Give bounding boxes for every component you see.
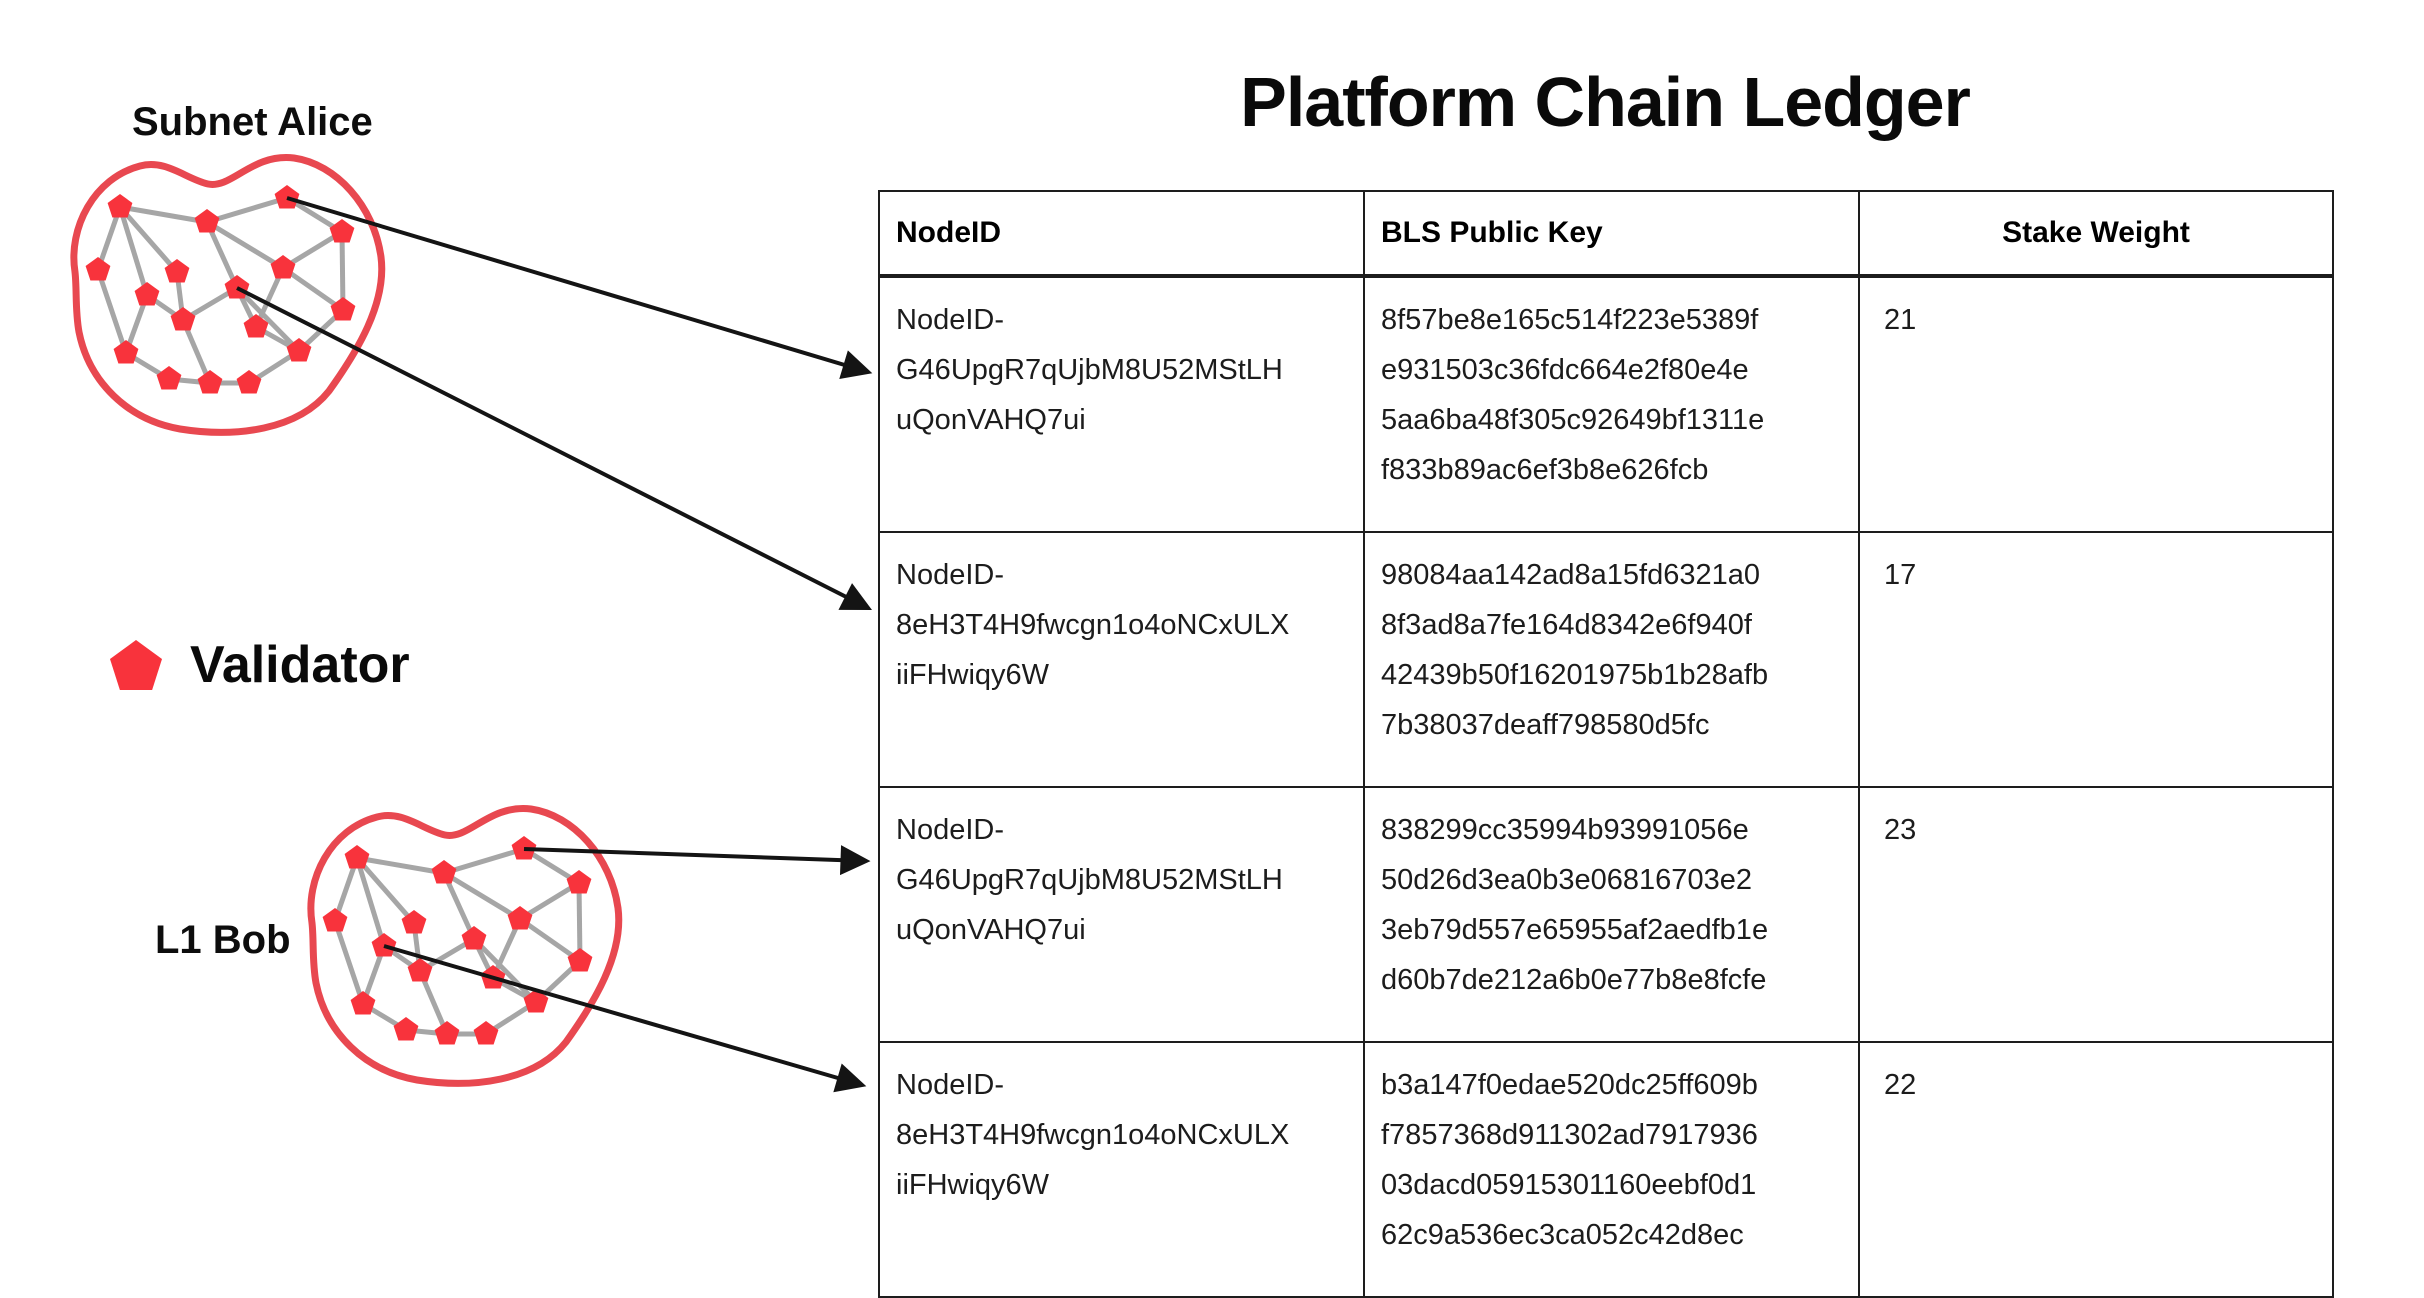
network-edge (518, 880, 581, 922)
mapping-arrow (523, 845, 871, 876)
network-edge (117, 206, 150, 296)
network-edge (204, 220, 240, 290)
network-edge (441, 871, 477, 941)
network-edge (95, 269, 129, 354)
network-edge (205, 219, 285, 271)
bls-public-key-cell: 8f57be8e165c514f223e5389f e931503c36fdc6… (1363, 275, 1860, 533)
page-title: Platform Chain Ledger (1240, 63, 1971, 141)
validator-node-icon (236, 370, 262, 394)
validator-node-icon (507, 906, 533, 930)
mapping-arrow (286, 196, 873, 380)
validator-node-icon (286, 338, 312, 362)
col-header-nodeid: NodeID (878, 190, 1365, 278)
validator-legend: Validator (110, 634, 410, 696)
network-edge (356, 855, 445, 876)
validator-node-icon (322, 908, 348, 932)
validator-node-icon (113, 340, 139, 364)
subnet-boundary (70, 154, 386, 436)
validator-node-icon (107, 194, 133, 218)
table-row: NodeID- 8eH3T4H9fwcgn1o4oNCxULX iiFHwiqy… (878, 531, 2334, 788)
validator-node-icon (407, 958, 433, 982)
subnet-alice-network (70, 154, 386, 436)
stake-weight-cell: 21 (1858, 275, 2334, 533)
validator-node-icon (393, 1017, 419, 1041)
network-edge (472, 937, 538, 1004)
validator-node-icon (511, 836, 537, 860)
l1-bob-label: L1 Bob (155, 918, 291, 962)
network-edge (118, 205, 179, 274)
network-edge (119, 204, 208, 225)
l1-bob-network (307, 805, 623, 1087)
validator-node-icon (431, 860, 457, 884)
validator-node-icon (85, 257, 111, 281)
validator-node-icon (401, 910, 427, 934)
mapping-arrow (236, 286, 873, 611)
validator-node-icon (224, 275, 250, 299)
validator-node-icon (134, 282, 160, 306)
network-edge (206, 195, 288, 225)
bls-public-key-cell: 98084aa142ad8a15fd6321a0 8f3ad8a7fe164d8… (1363, 531, 1860, 788)
validator-node-icon (330, 297, 356, 321)
table-row: NodeID- G46UpgR7qUjbM8U52MStLH uQonVAHQ7… (878, 275, 2334, 533)
table-row: NodeID- G46UpgR7qUjbM8U52MStLH uQonVAHQ7… (878, 786, 2334, 1043)
nodeid-cell: NodeID- G46UpgR7qUjbM8U52MStLH uQonVAHQ7… (878, 786, 1365, 1043)
validator-node-icon (473, 1021, 499, 1045)
network-edge (354, 857, 387, 947)
subnet-alice-label: Subnet Alice (132, 100, 373, 144)
network-edge (235, 286, 301, 353)
validator-node-icon (434, 1021, 460, 1045)
network-edge (576, 882, 583, 962)
network-edge (281, 265, 345, 313)
bls-public-key-cell: b3a147f0edae520dc25ff609b f7857368d91130… (1363, 1041, 1860, 1298)
network-edge (443, 846, 525, 876)
pentagon-icon (110, 640, 162, 690)
validator-node-icon (566, 870, 592, 894)
validator-node-icon (156, 366, 182, 390)
validator-node-icon (164, 259, 190, 283)
table-row: NodeID- 8eH3T4H9fwcgn1o4oNCxULX iiFHwiqy… (878, 1041, 2334, 1298)
network-edge (442, 870, 522, 922)
mapping-arrow (383, 944, 867, 1093)
stake-weight-cell: 17 (1858, 531, 2334, 788)
nodeid-cell: NodeID- 8eH3T4H9fwcgn1o4oNCxULX iiFHwiqy… (878, 531, 1365, 788)
stake-weight-cell: 22 (1858, 1041, 2334, 1298)
network-edge (355, 856, 416, 925)
validator-node-icon (194, 209, 220, 233)
network-edge (518, 916, 582, 964)
validator-node-icon (243, 314, 269, 338)
validator-node-icon (523, 989, 549, 1013)
validator-node-icon (170, 307, 196, 331)
network-edge (339, 231, 346, 311)
validator-node-icon (274, 185, 300, 209)
network-edge (281, 229, 344, 271)
stake-weight-cell: 23 (1858, 786, 2334, 1043)
col-header-stake-weight: Stake Weight (1858, 190, 2334, 278)
validator-node-icon (350, 991, 376, 1015)
validator-node-icon (329, 219, 355, 243)
validator-node-icon (270, 255, 296, 279)
nodeid-cell: NodeID- G46UpgR7qUjbM8U52MStLH uQonVAHQ7… (878, 275, 1365, 533)
col-header-bls-public-key: BLS Public Key (1363, 190, 1860, 278)
table-body: NodeID- G46UpgR7qUjbM8U52MStLH uQonVAHQ7… (878, 275, 2334, 1298)
network-edge (332, 920, 366, 1005)
validator-node-icon (344, 845, 370, 869)
nodeid-cell: NodeID- 8eH3T4H9fwcgn1o4oNCxULX iiFHwiqy… (878, 1041, 1365, 1298)
validator-node-icon (461, 926, 487, 950)
bls-public-key-cell: 838299cc35994b93991056e 50d26d3ea0b3e068… (1363, 786, 1860, 1043)
validator-legend-label: Validator (190, 636, 410, 694)
validator-node-icon (197, 370, 223, 394)
validator-node-icon (371, 933, 397, 957)
validator-node-icon (567, 948, 593, 972)
subnet-boundary (307, 805, 623, 1087)
